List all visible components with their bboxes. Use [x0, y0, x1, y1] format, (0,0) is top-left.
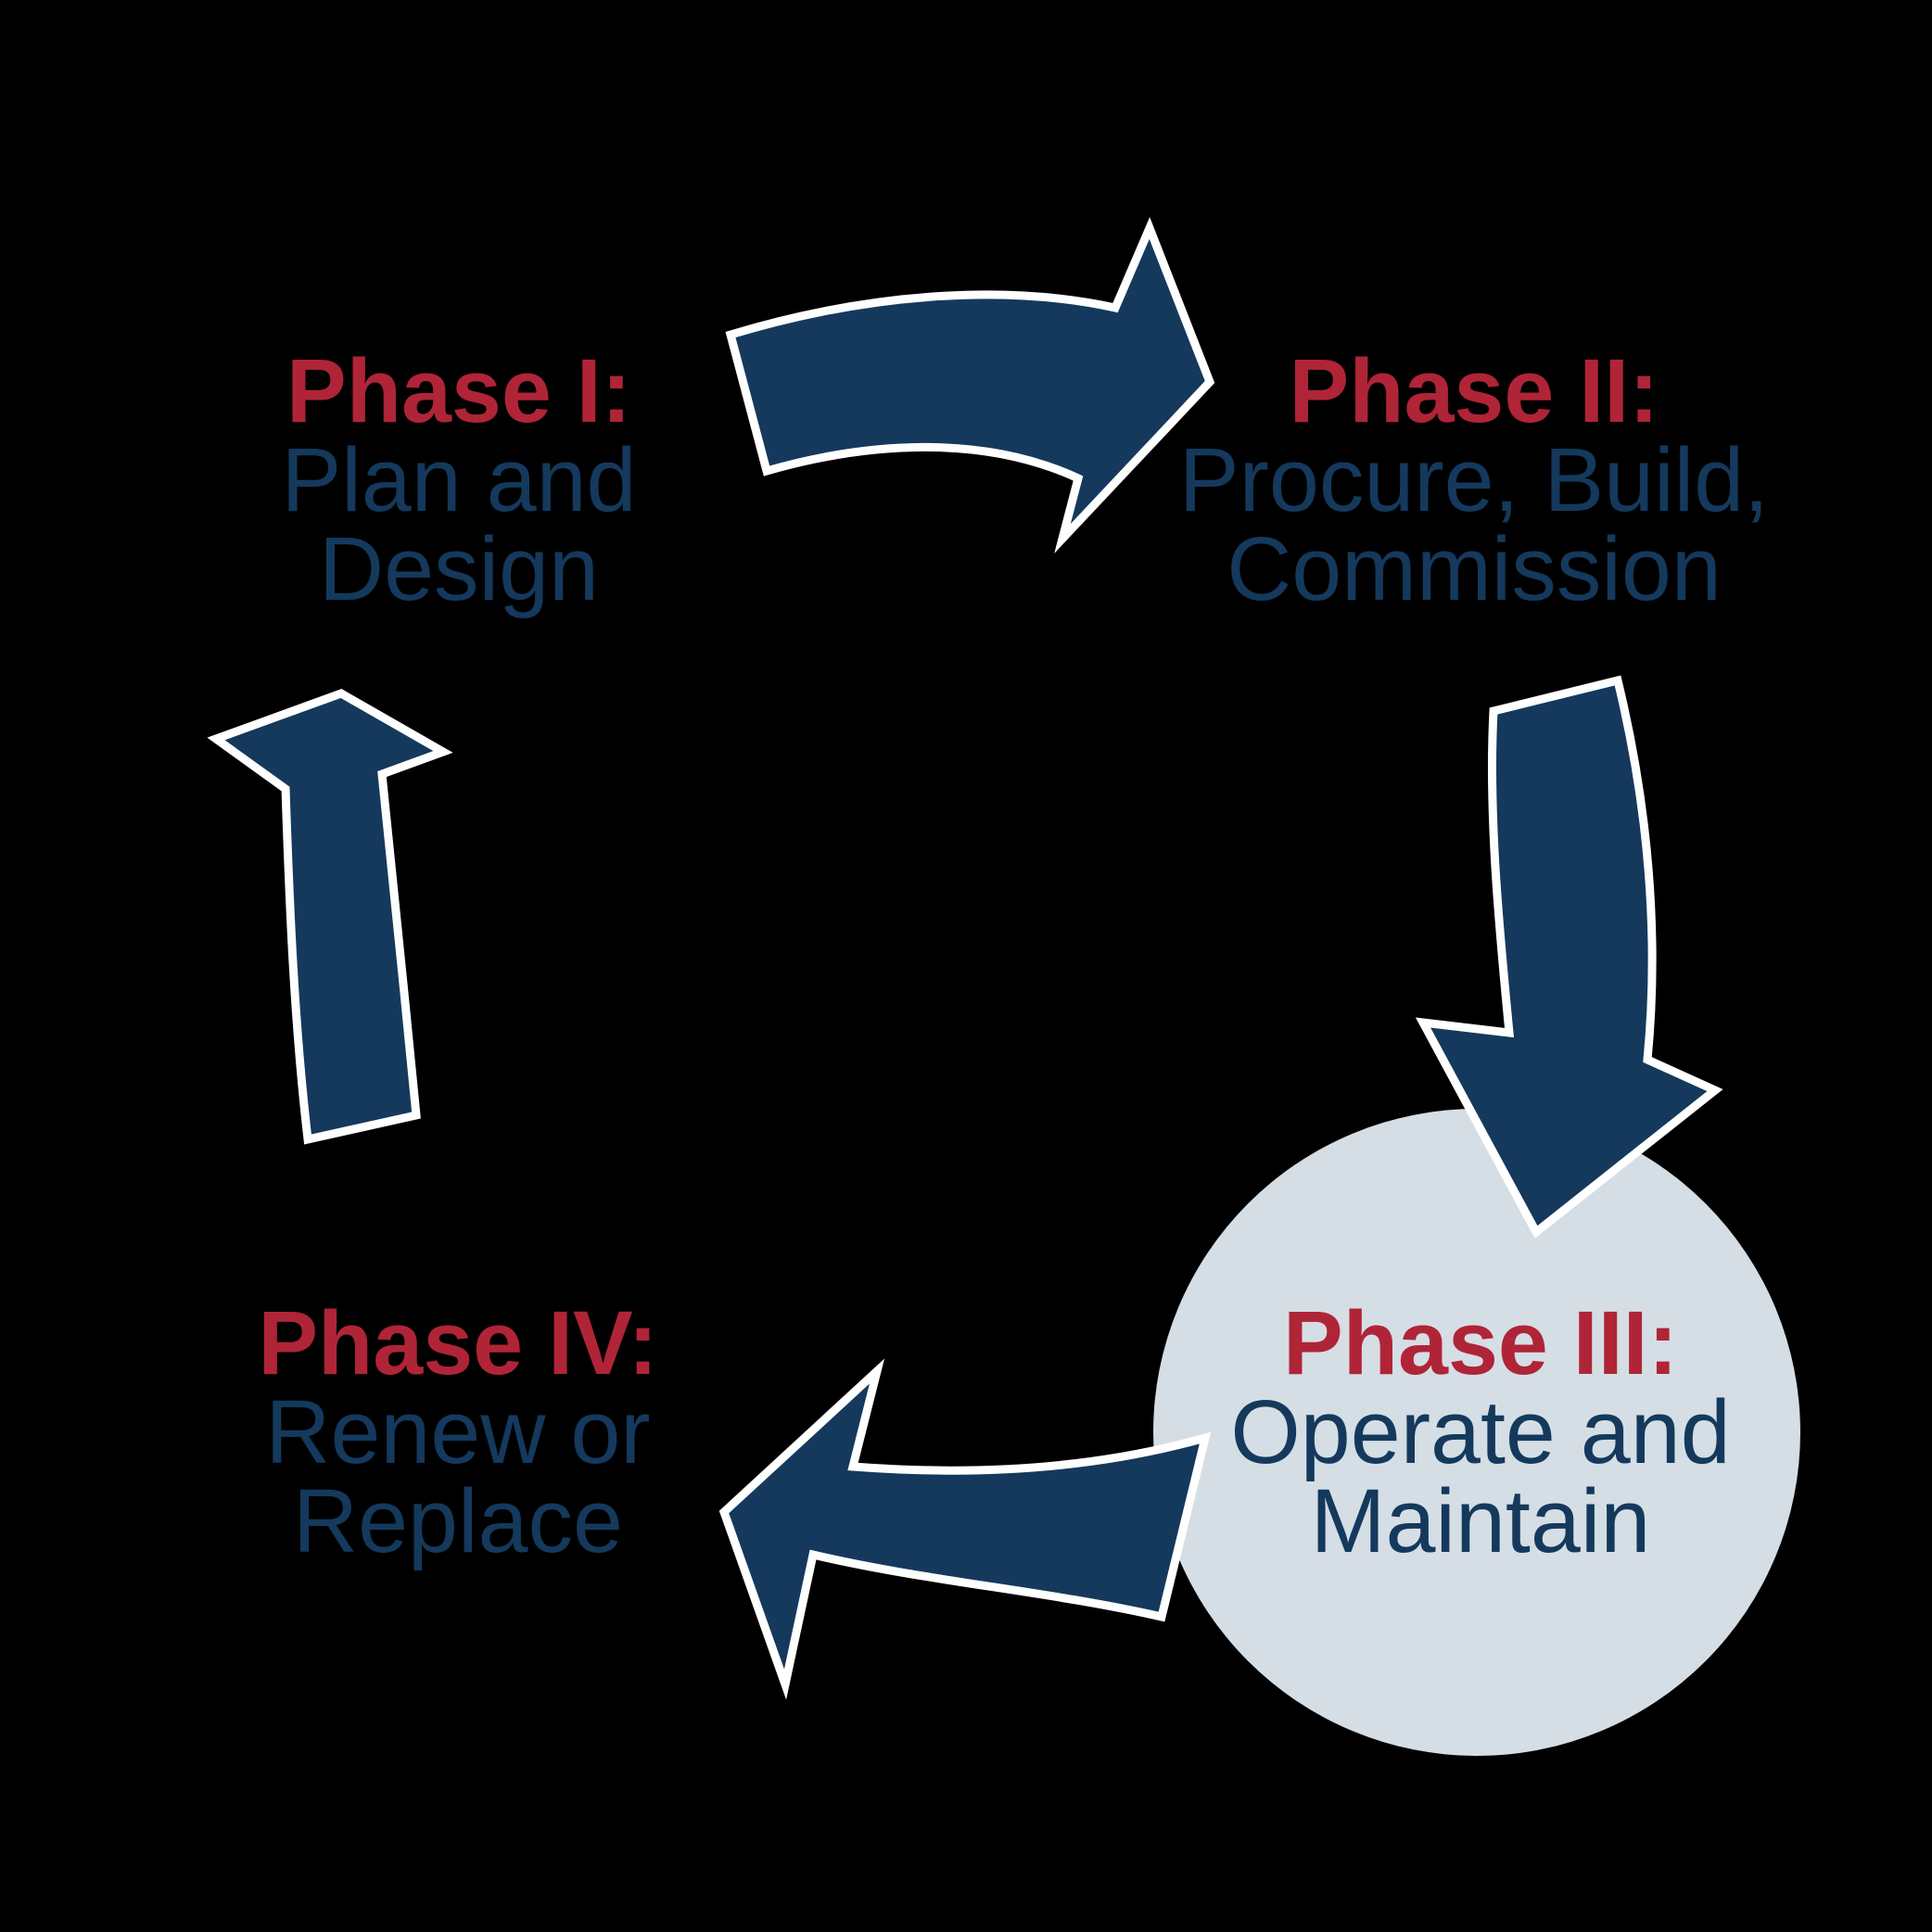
phase-2-description-line-1: Procure, Build, — [1179, 429, 1769, 530]
phase-3-description-line-1: Operate and — [1230, 1381, 1730, 1482]
arrow-phase1-to-phase2-icon — [725, 217, 1215, 553]
phase-1-description-line-1: Plan and — [282, 429, 637, 530]
phase-4-label: Phase IV: — [258, 1292, 657, 1393]
phase-3-highlight-circle — [1153, 1109, 1800, 1756]
arrow-phase2-to-phase3-icon — [1415, 675, 1723, 1239]
phase-1-description-line-2: Design — [319, 518, 599, 619]
phase-2-label: Phase II: — [1290, 340, 1659, 441]
phase-2-description-line-2: Commission — [1227, 518, 1722, 619]
phase-1-label: Phase I: — [286, 340, 631, 441]
arrow-phase4-to-phase1-icon — [207, 689, 453, 1145]
phase-4-description-line-2: Replace — [293, 1470, 623, 1571]
phase-3-description-line-2: Maintain — [1311, 1470, 1651, 1571]
phase-4-description-line-1: Renew or — [265, 1381, 650, 1482]
phase-3-label: Phase III: — [1283, 1292, 1678, 1393]
arrow-phase3-to-phase4-icon — [718, 1358, 1212, 1700]
